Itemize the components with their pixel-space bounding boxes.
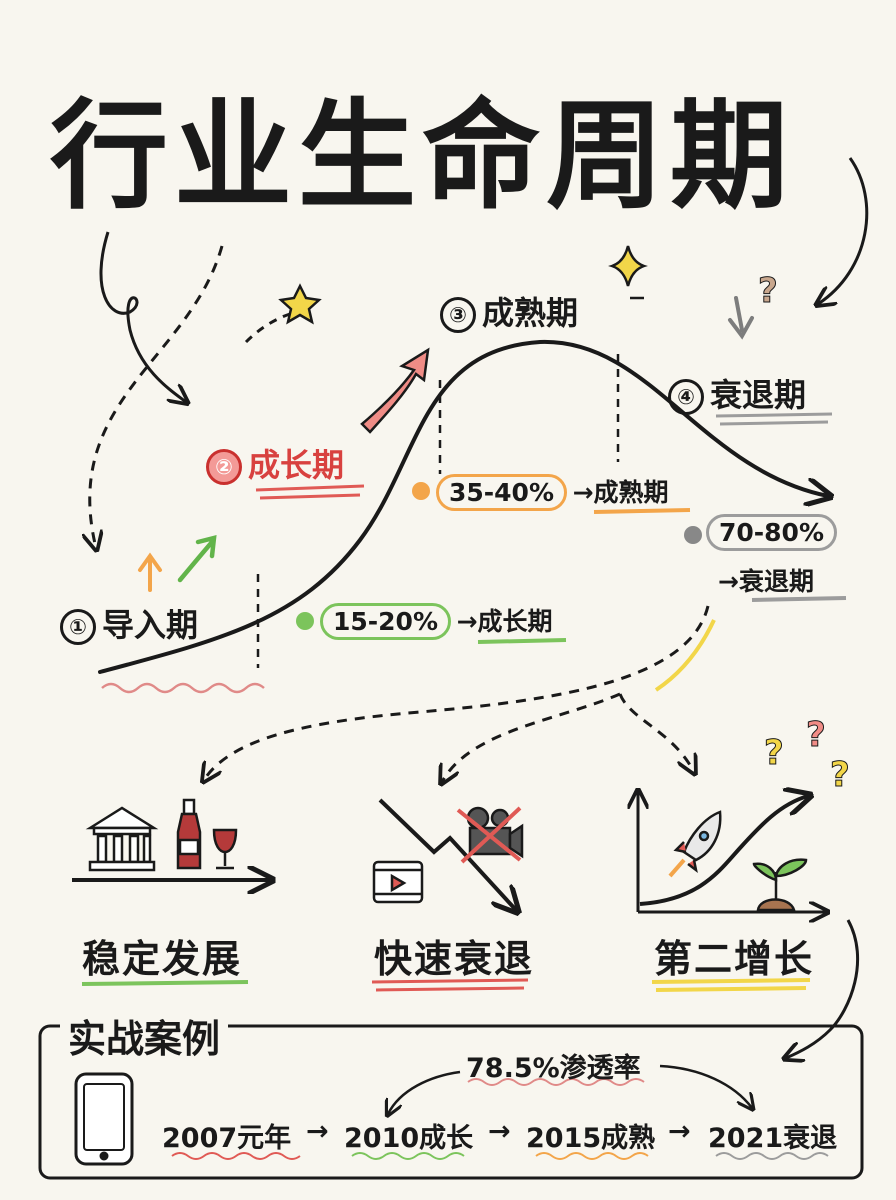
- decorative-arrow-right: [818, 157, 869, 304]
- svg-text:?: ?: [764, 733, 784, 773]
- threshold-range: 70-80%: [706, 514, 838, 551]
- stage-number-4: ④: [668, 379, 704, 415]
- question-marks-icon: ? ? ?: [764, 715, 851, 796]
- stage-number-1: ①: [60, 609, 96, 645]
- dashed-stroke-star: [244, 312, 291, 344]
- underline-penetration: [467, 1078, 645, 1086]
- threshold-range: 35-40%: [436, 474, 568, 511]
- underline-2010: [351, 1152, 465, 1160]
- underline-stable: [81, 980, 249, 986]
- underline-threshold-gray: [751, 596, 847, 602]
- svg-text:?: ?: [806, 715, 826, 755]
- decline-zigzag-arrow: [378, 798, 516, 910]
- second-growth-curve: [639, 796, 808, 906]
- page-title: 行业生命周期: [50, 87, 795, 225]
- branch-arrow-decline: [442, 692, 621, 782]
- threshold-dot-green: [296, 612, 314, 630]
- svg-text:?: ?: [830, 755, 850, 795]
- underline-2021: [715, 1152, 829, 1160]
- crossed-out-camera-icon: [456, 806, 524, 864]
- timeline-2015: 2015成熟: [526, 1123, 656, 1154]
- stage-number-3: ③: [440, 297, 476, 333]
- underline-decline: [715, 412, 833, 426]
- penetration-arrow-right: [659, 1064, 752, 1108]
- underline-second-growth: [651, 978, 811, 992]
- threshold-target: 衰退期: [738, 567, 814, 596]
- threshold-arrow: →: [572, 478, 594, 507]
- threshold-target: 成熟期: [593, 478, 669, 507]
- threshold-dot-orange: [412, 482, 430, 500]
- outcome-rapid-decline: 快速衰退: [374, 937, 535, 981]
- dashed-arrow-to-intro: [90, 245, 224, 548]
- timeline-2010: 2010成长: [344, 1123, 474, 1154]
- underline-2007: [171, 1152, 301, 1160]
- penetration-arrow-left: [388, 1070, 461, 1114]
- wine-glass-icon: [212, 828, 238, 870]
- star-icon: [278, 283, 322, 325]
- underline-intro: [101, 682, 265, 694]
- threshold-dot-gray: [684, 526, 702, 544]
- wine-bottle-icon: [176, 798, 202, 870]
- question-mark-icon: ?: [758, 271, 778, 311]
- stage-intro-label: 导入期: [102, 606, 199, 644]
- outcome-second-growth: 第二增长: [654, 937, 815, 981]
- case-arrow: [786, 919, 860, 1058]
- threshold-decline-target: →衰退期: [718, 562, 814, 598]
- smartphone-icon: [74, 1072, 134, 1166]
- green-up-arrow-icon: [177, 535, 217, 583]
- bank-icon: [85, 806, 159, 872]
- rocket-icon: [668, 810, 722, 878]
- timeline-2021: 2021衰退: [708, 1123, 838, 1154]
- underline-threshold-orange: [593, 508, 691, 514]
- underline-growth: [255, 484, 365, 500]
- growth-arrow-icon: [360, 347, 430, 434]
- timeline-arrow: →: [306, 1116, 329, 1147]
- timeline-arrow: →: [488, 1116, 511, 1147]
- branch-arrow-stable: [204, 605, 710, 780]
- video-player-icon: [372, 860, 424, 904]
- timeline-2007: 2007元年: [162, 1123, 292, 1154]
- sparkle-icon: [608, 245, 648, 287]
- timeline-arrow: →: [668, 1116, 691, 1147]
- case-study-box: [38, 1024, 864, 1180]
- threshold-arrow: →: [718, 567, 739, 596]
- branch-arrow-second-growth: [618, 693, 694, 772]
- threshold-mature: 35-40% →成熟期: [436, 473, 669, 511]
- threshold-arrow: →: [456, 607, 478, 636]
- orange-up-arrow-icon: [138, 552, 162, 592]
- underline-2015: [535, 1152, 649, 1160]
- yellow-accent-stroke: [654, 619, 716, 692]
- stage-mature-label: 成熟期: [482, 294, 579, 332]
- threshold-growth: 15-20% →成长期: [320, 602, 553, 640]
- down-arrow-icon: [728, 296, 754, 340]
- underline-rapid-decline: [371, 978, 529, 992]
- sprout-icon: [752, 858, 808, 912]
- threshold-target: 成长期: [477, 607, 553, 636]
- stage-number-2: ②: [206, 449, 242, 485]
- threshold-decline: 70-80%: [706, 514, 838, 551]
- threshold-range: 15-20%: [320, 603, 452, 640]
- stage-decline-label: 衰退期: [710, 376, 807, 414]
- decorative-loop-arrow-left: [99, 231, 186, 402]
- case-study-title: 实战案例: [60, 1008, 229, 1063]
- penetration-rate: 78.5%渗透率: [466, 1053, 641, 1084]
- outcome-stable-development: 稳定发展: [82, 937, 243, 981]
- stage-growth-label: 成长期: [248, 446, 345, 484]
- underline-threshold-green: [477, 638, 567, 644]
